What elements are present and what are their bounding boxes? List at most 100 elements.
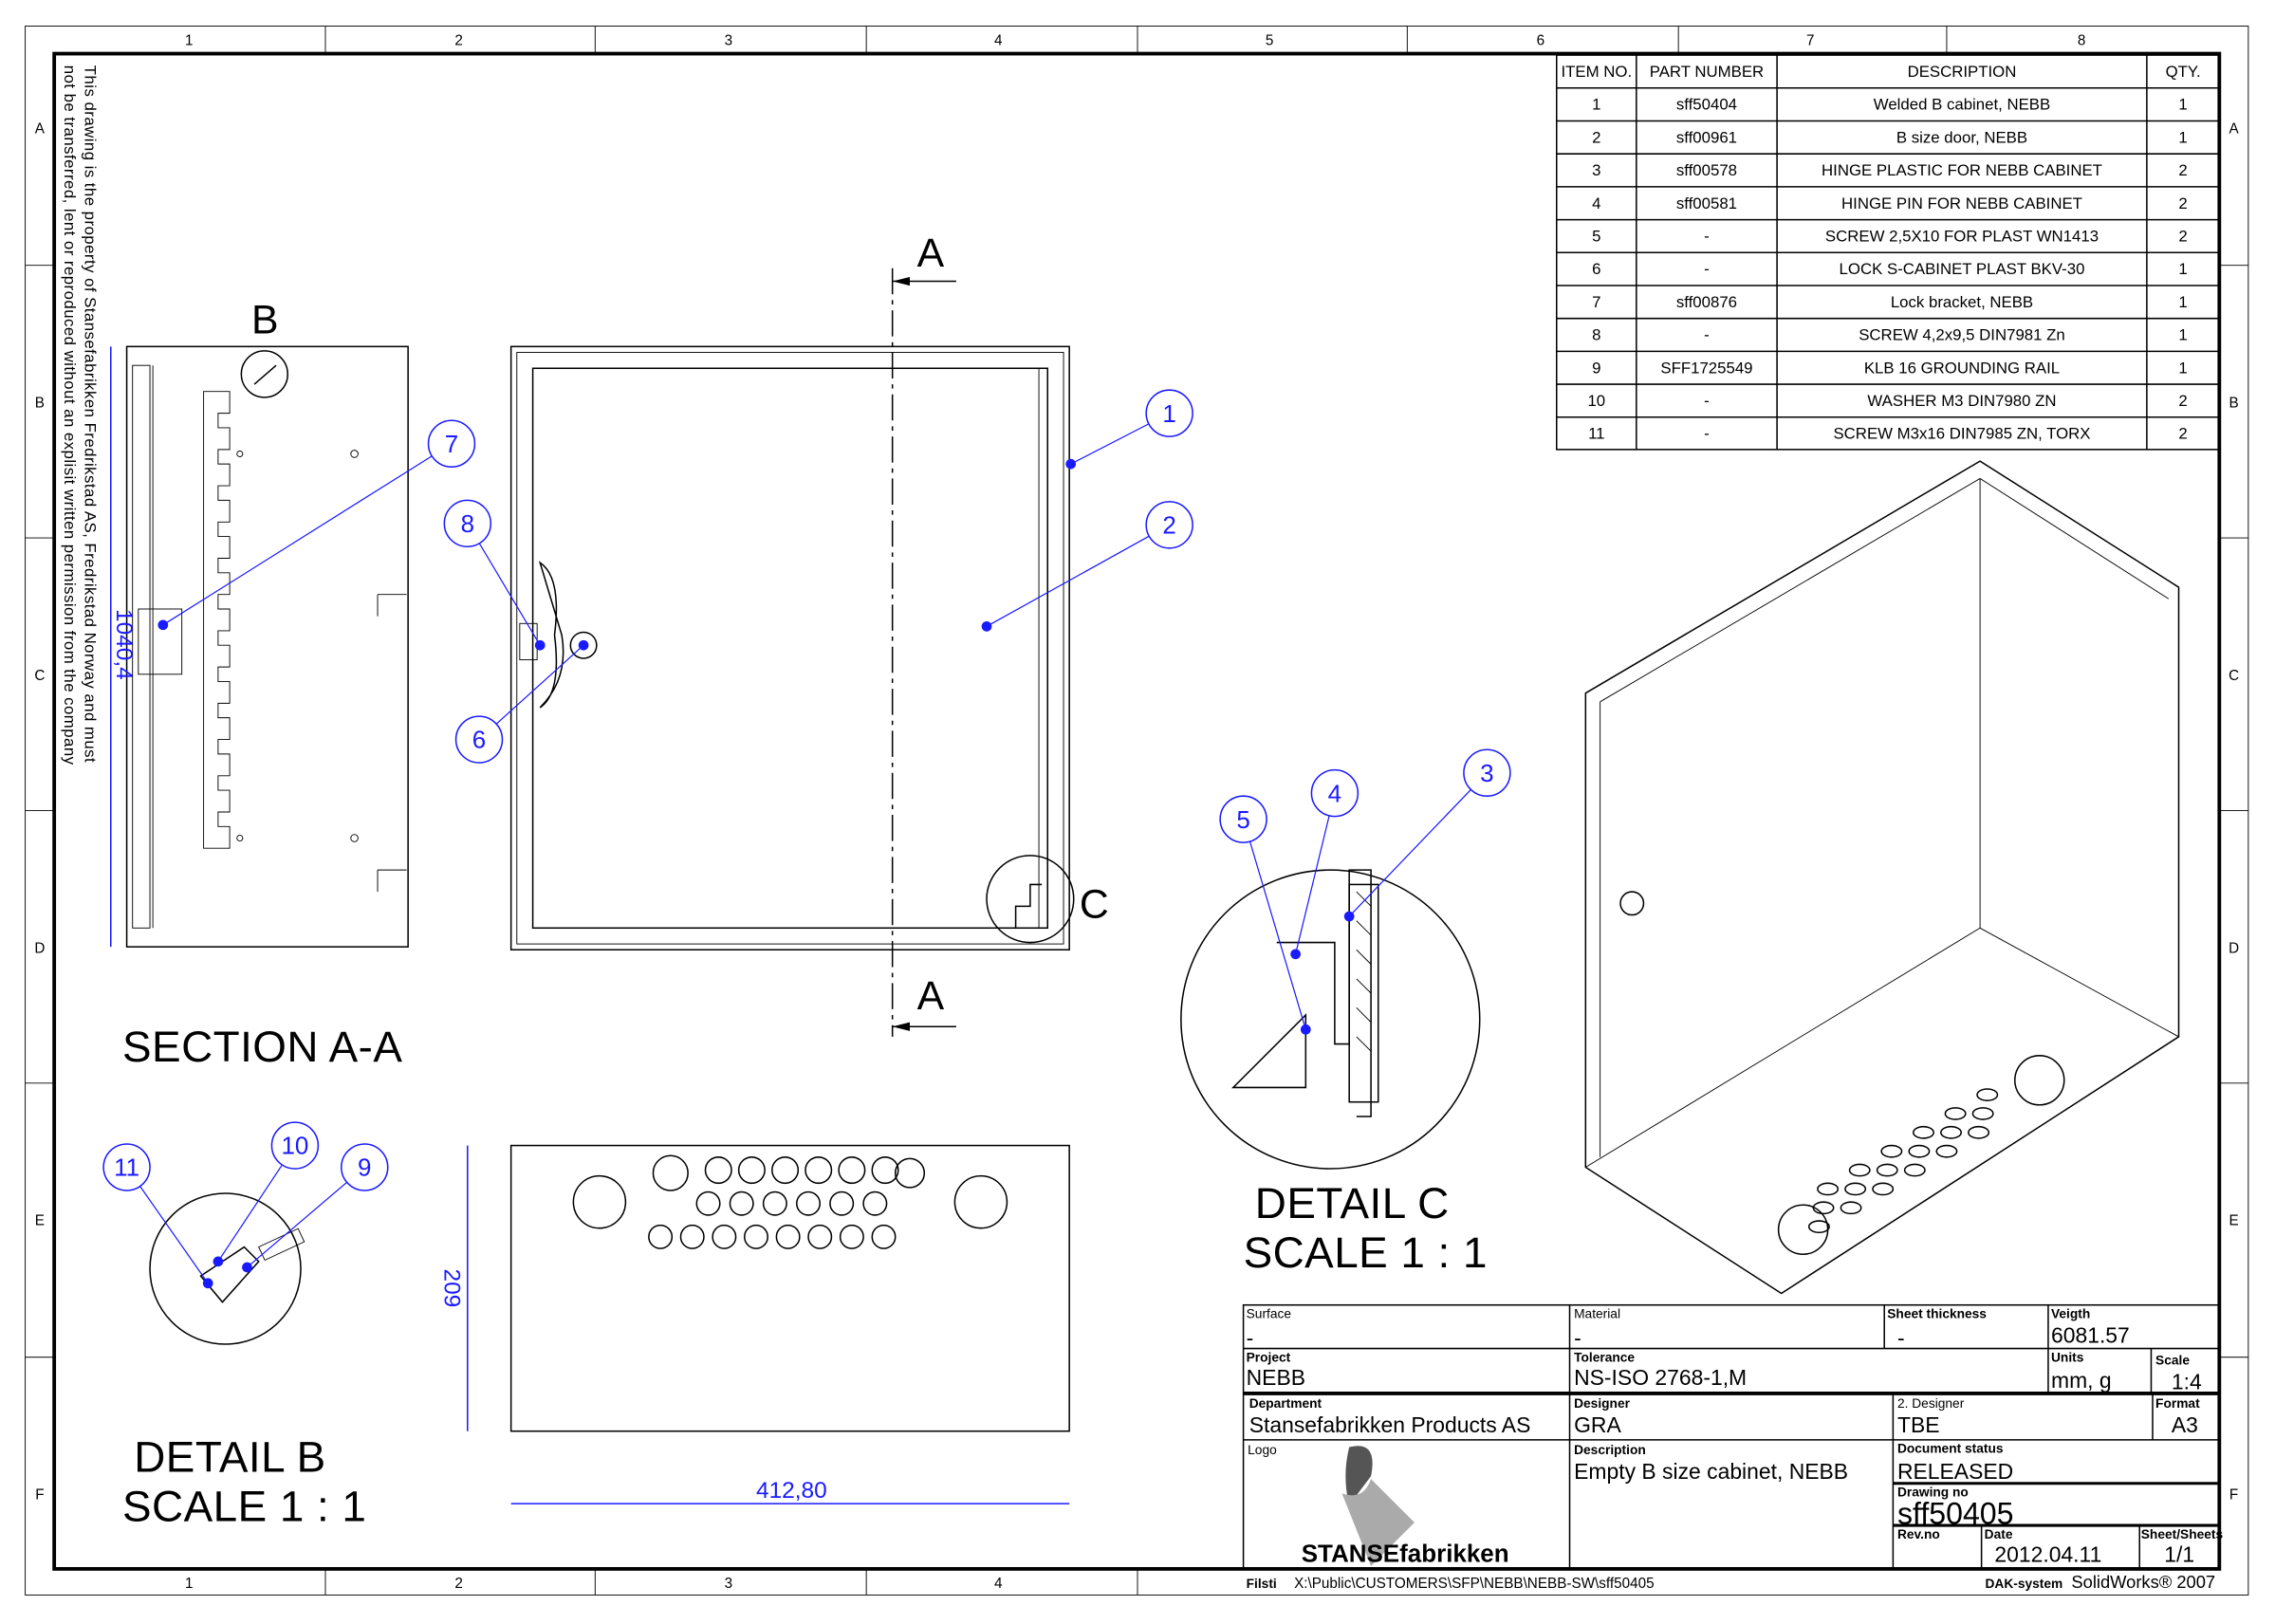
bom-cell: 8 [1592,326,1600,344]
bom-cell: 2 [2178,161,2187,179]
detail-b-view: DETAIL B SCALE 1 : 1 [122,1192,366,1530]
revno-label: Rev.no [1897,1527,1940,1541]
material-value: - [1574,1326,1581,1351]
logo-label: Logo [1248,1443,1277,1457]
balloon-9: 9 [242,1143,389,1273]
bom-cell: 1 [2178,359,2187,377]
balloon-5: 5 [1219,795,1311,1035]
title-block: Surface - Material - Sheet thickness - V… [1242,1303,2224,1592]
balloon-4: 4 [1290,768,1359,960]
tolerance-label: Tolerance [1574,1350,1635,1364]
leader-dot [213,1256,224,1267]
balloon-circle [427,419,476,468]
company-logo: STANSEfabrikken [1302,1446,1509,1567]
zone-column-label: 5 [1266,32,1274,48]
knockout [652,1154,689,1191]
bom-cell: 1 [2178,260,2187,278]
cad-value: SolidWorks® 2007 [2071,1572,2215,1592]
balloon-number: 6 [472,726,486,754]
balloon-6: 6 [454,639,589,764]
designer2-label: 2. Designer [1897,1396,1965,1411]
project-label: Project [1247,1350,1291,1364]
zone-row-label: F [2229,1487,2238,1504]
cable-hole [1913,1125,1934,1139]
zone-column-label: 1 [185,32,194,48]
balloon-number: 4 [1328,779,1341,807]
balloon-circle [443,499,492,548]
bom-cell: 2 [2178,194,2187,212]
description-label: Description [1574,1443,1646,1457]
bom-header: ITEM NO. [1561,63,1632,81]
units-value: mm, g [2051,1368,2112,1393]
cable-hole [1848,1163,1871,1177]
department-value: Stansefabrikken Products AS [1249,1412,1531,1437]
status-value: RELEASED [1897,1459,2013,1484]
bom-cell: sff00581 [1676,194,1737,212]
drawing-no-value: sff50405 [1897,1497,2014,1531]
cable-hole [648,1224,674,1249]
cable-hole [1876,1163,1898,1177]
detail-c-title: DETAIL C [1255,1178,1450,1227]
leader-dot [202,1278,213,1289]
zone-column-label: 3 [725,32,733,48]
detail-b-scale: SCALE 1 : 1 [122,1481,366,1530]
file-path: X:\Public\CUSTOMERS\SFP\NEBB\NEBB-SW\sff… [1294,1576,1655,1592]
zone-column-label: 8 [2078,32,2086,48]
dim-height: 1040,4 [111,609,137,680]
bom-cell: 7 [1592,293,1600,311]
bom-cell: SCREW M3x16 DIN7985 ZN, TORX [1833,425,2090,443]
bom-cell: 1 [1592,96,1600,114]
zone-row-label: C [2229,668,2239,684]
bom-cell: 10 [1587,392,1605,410]
cable-hole [1840,1201,1862,1215]
description-value: Empty B size cabinet, NEBB [1574,1459,1848,1484]
drawing-no-label: Drawing no [1897,1485,1969,1499]
cable-hole [871,1156,899,1185]
dim-width: 412,80 [756,1478,827,1504]
cable-hole [1935,1144,1958,1158]
balloon-circle [270,1121,320,1170]
sheet-label: Sheet/Sheets [2141,1527,2224,1541]
front-view: C A A [509,231,1109,1037]
zone-row-label: A [2229,121,2240,138]
knockout [894,1157,926,1189]
balloon-10: 10 [213,1121,320,1267]
zone-row-label: B [2229,396,2239,412]
cable-hole [729,1190,754,1216]
balloon-circle [1219,795,1267,843]
cable-hole [839,1224,864,1249]
bom-cell: sff00578 [1676,161,1737,179]
balloon-8: 8 [443,499,546,651]
zone-row-label: E [2229,1213,2239,1229]
balloon-circle [1463,748,1511,797]
project-value: NEBB [1247,1365,1305,1390]
units-label: Units [2051,1350,2084,1364]
bom-cell: 3 [1592,161,1600,179]
zone-row-label: C [34,668,45,684]
cable-hole [1872,1182,1895,1196]
section-marker-top: A [917,231,945,276]
cable-hole [796,1190,822,1216]
detail-b-title: DETAIL B [134,1431,325,1481]
balloon-11: 11 [102,1143,213,1289]
zone-row-label: D [2229,940,2239,956]
cable-hole [871,1224,897,1249]
zone-row-label: E [35,1213,45,1229]
zone-row-label: A [35,121,46,138]
cable-hole [838,1156,866,1185]
cable-hole [829,1190,855,1216]
balloon-circle [1145,389,1193,437]
zone-column-label: 4 [994,1576,1003,1592]
detail-c-view: DETAIL C SCALE 1 : 1 [1180,869,1487,1277]
side-note-line1: This drawing is the property of Stansefa… [81,65,99,763]
bom-header: PART NUMBER [1650,63,1764,81]
